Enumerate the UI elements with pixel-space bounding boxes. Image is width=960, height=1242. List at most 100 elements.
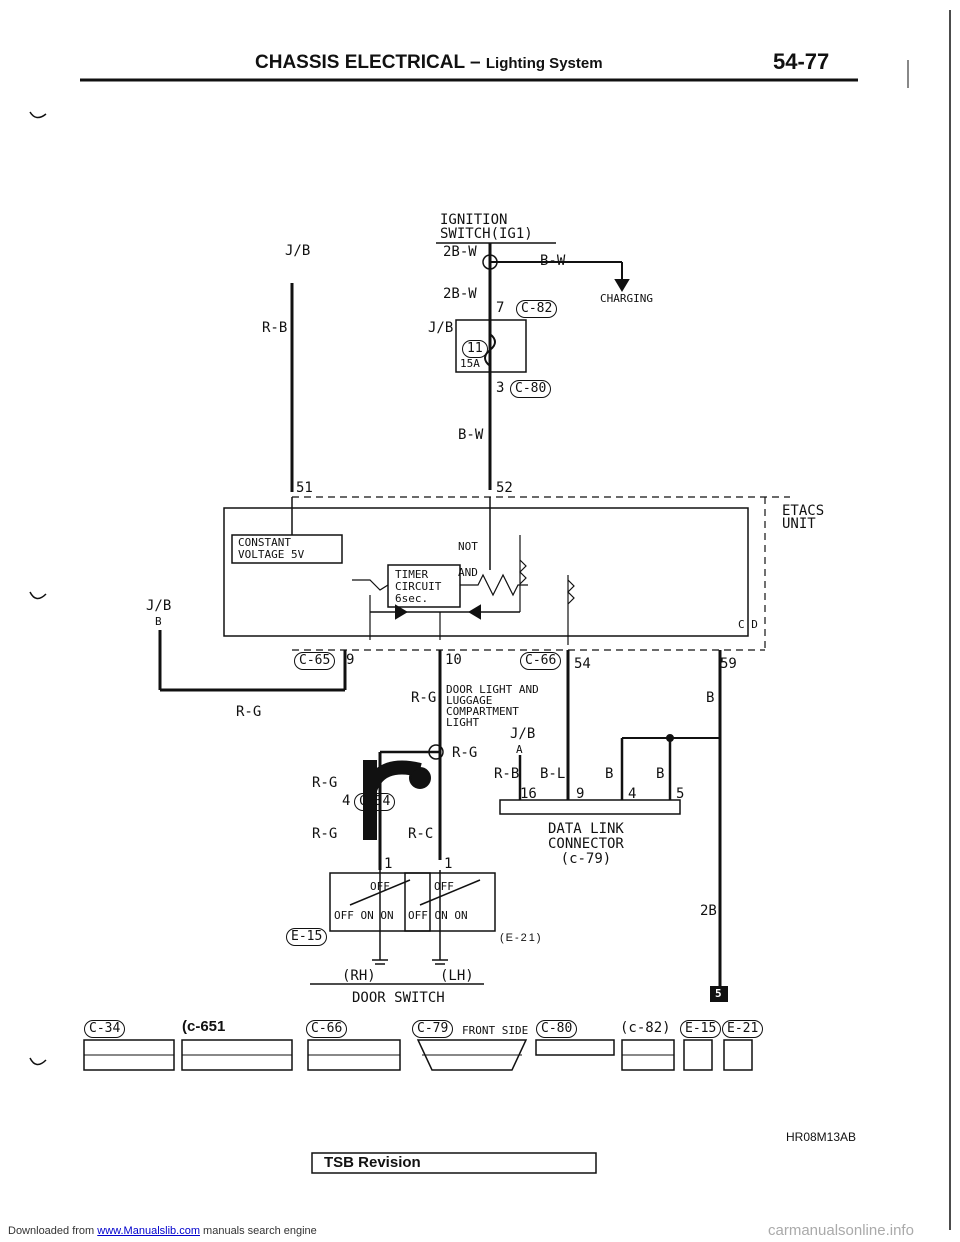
pin-51: 51 bbox=[296, 480, 313, 496]
manualslib-link[interactable]: www.Manualslib.com bbox=[97, 1225, 200, 1237]
data-link-connector-label: DATA LINK CONNECTOR (c-79) bbox=[548, 822, 624, 867]
jb-mid-pin: A bbox=[516, 743, 523, 756]
sw-left-on1: ON bbox=[360, 909, 374, 922]
connector-e15: E-15 bbox=[286, 928, 328, 946]
connector-row-c34: C-34 bbox=[84, 1020, 126, 1038]
wire-b-right: B bbox=[706, 690, 715, 706]
wire-bl: B-L bbox=[540, 766, 566, 782]
connector-row-c65: (c-651 bbox=[182, 1018, 226, 1035]
wire-bw-charge: B-W bbox=[540, 253, 566, 269]
etacs-unit-label: ETACS UNIT bbox=[782, 504, 824, 532]
diagram-code: HR08M13AB bbox=[786, 1130, 857, 1144]
connector-row-c80: C-80 bbox=[536, 1020, 578, 1038]
footer-prefix: Downloaded from bbox=[8, 1225, 95, 1237]
wire-b2: B bbox=[656, 766, 665, 782]
title-sub: Lighting System bbox=[485, 55, 603, 72]
connector-row-e21: E-21 bbox=[722, 1020, 764, 1038]
pin-3: 3 bbox=[496, 380, 505, 396]
ignition-line1: IGNITION bbox=[440, 212, 508, 228]
connector-c80: C-80 bbox=[510, 380, 552, 398]
wire-2bw-2: 2B-W bbox=[443, 286, 477, 302]
timer-line1: TIMER bbox=[395, 568, 429, 581]
connector-row-c66: C-66 bbox=[306, 1020, 348, 1038]
dlc-pin-5: 5 bbox=[676, 786, 685, 802]
lh-label: (LH) bbox=[440, 968, 474, 984]
switch-pin-1-right: 1 bbox=[444, 856, 453, 872]
constant-line1: CONSTANT bbox=[238, 536, 291, 549]
door-light-line2: LUGGAGE bbox=[446, 694, 493, 707]
wire-rg-left: R-G bbox=[236, 704, 262, 720]
wire-rb: R-B bbox=[494, 766, 520, 782]
pin-4: 4 bbox=[342, 793, 351, 809]
connector-c66: C-66 bbox=[520, 652, 562, 670]
sw-left-off: OFF bbox=[334, 909, 354, 922]
pin-9: 9 bbox=[346, 652, 355, 668]
switch-pin-1-left: 1 bbox=[384, 856, 393, 872]
sw-right-off: OFF bbox=[408, 909, 428, 922]
fuse-amp: 15A bbox=[460, 357, 480, 370]
rh-label: (RH) bbox=[342, 968, 376, 984]
door-light-line1: DOOR LIGHT AND bbox=[446, 683, 539, 696]
front-side-label: FRONT SIDE bbox=[462, 1024, 529, 1037]
pin-54: 54 bbox=[574, 656, 591, 672]
dlc-line1: DATA LINK bbox=[548, 821, 624, 837]
dlc-pin-16: 16 bbox=[520, 786, 537, 802]
connector-e21-label: (E-21) bbox=[500, 932, 543, 944]
connector-c82: C-82 bbox=[516, 300, 558, 318]
timer-line2: CIRCUIT bbox=[395, 580, 442, 593]
cd-label: C D bbox=[738, 618, 758, 631]
ignition-line2: SWITCH(IG1) bbox=[440, 226, 533, 242]
page-number: 54-77 bbox=[773, 49, 830, 74]
door-light-line4: LIGHT bbox=[446, 716, 480, 729]
door-light-line3: COMPARTMENT bbox=[446, 705, 519, 718]
wire-rg-junction: R-G bbox=[452, 745, 478, 761]
dlc-line3: (c-79) bbox=[560, 851, 612, 867]
wire-rc: R-C bbox=[408, 826, 434, 842]
connector-row-c79: C-79 bbox=[412, 1020, 454, 1038]
jb-fuse-label: J/B bbox=[428, 320, 454, 336]
and-gate-label: AND bbox=[458, 566, 478, 579]
wire-2bw-1: 2B-W bbox=[443, 244, 477, 260]
title-dash: – bbox=[470, 52, 481, 73]
wire-rg-a: R-G bbox=[312, 775, 338, 791]
timer-circuit-label: TIMER CIRCUIT 6sec. bbox=[395, 569, 441, 605]
wire-rg-mid: R-G bbox=[411, 690, 437, 706]
tsb-revision: TSB Revision bbox=[324, 1154, 421, 1171]
sw-left-on2: ON bbox=[380, 909, 394, 922]
door-switch-label: DOOR SWITCH bbox=[352, 990, 445, 1006]
door-light-label: DOOR LIGHT AND LUGGAGE COMPARTMENT LIGHT bbox=[446, 684, 539, 728]
title-main: CHASSIS ELECTRICAL bbox=[255, 52, 465, 73]
wire-bw-low: B-W bbox=[458, 427, 484, 443]
pin-52: 52 bbox=[496, 480, 513, 496]
timer-line3: 6sec. bbox=[395, 592, 429, 605]
sw-right-on1: ON bbox=[434, 909, 448, 922]
sw-right-on2: ON bbox=[454, 909, 468, 922]
ignition-switch-label: IGNITION SWITCH(IG1) bbox=[440, 213, 533, 241]
wire-rg-b: R-G bbox=[312, 826, 338, 842]
pin-10: 10 bbox=[445, 652, 462, 668]
connector-row-e15: E-15 bbox=[680, 1020, 722, 1038]
connector-c34: C-34 bbox=[354, 793, 396, 811]
pin-59: 59 bbox=[720, 656, 737, 672]
wire-b1: B bbox=[605, 766, 614, 782]
connector-c65: C-65 bbox=[294, 652, 336, 670]
jb-mid-label: J/B bbox=[510, 726, 536, 742]
jb-left-label: J/B bbox=[146, 598, 172, 614]
switch-labels-right: OFF ON ON bbox=[408, 909, 468, 922]
dlc-pin-9: 9 bbox=[576, 786, 585, 802]
revision-mark: 5 bbox=[715, 987, 722, 1000]
wire-rb-left: R-B bbox=[262, 320, 288, 336]
pin-7: 7 bbox=[496, 300, 505, 316]
switch-off-top-right: OFF bbox=[434, 880, 454, 893]
jb-top-label: J/B bbox=[285, 243, 311, 259]
page-title: CHASSIS ELECTRICAL – Lighting System bbox=[255, 52, 603, 74]
not-gate-label: NOT bbox=[458, 540, 478, 553]
etacs-line2: UNIT bbox=[782, 516, 816, 532]
connector-row-c82: (c-82) bbox=[620, 1020, 671, 1036]
watermark: carmanualsonline.info bbox=[768, 1222, 914, 1239]
switch-labels-left: OFF ON ON bbox=[334, 909, 394, 922]
wire-2b: 2B bbox=[700, 903, 717, 919]
download-footer: Downloaded from www.Manualslib.com manua… bbox=[8, 1225, 317, 1237]
constant-line2: VOLTAGE 5V bbox=[238, 548, 305, 561]
dlc-pin-4: 4 bbox=[628, 786, 637, 802]
